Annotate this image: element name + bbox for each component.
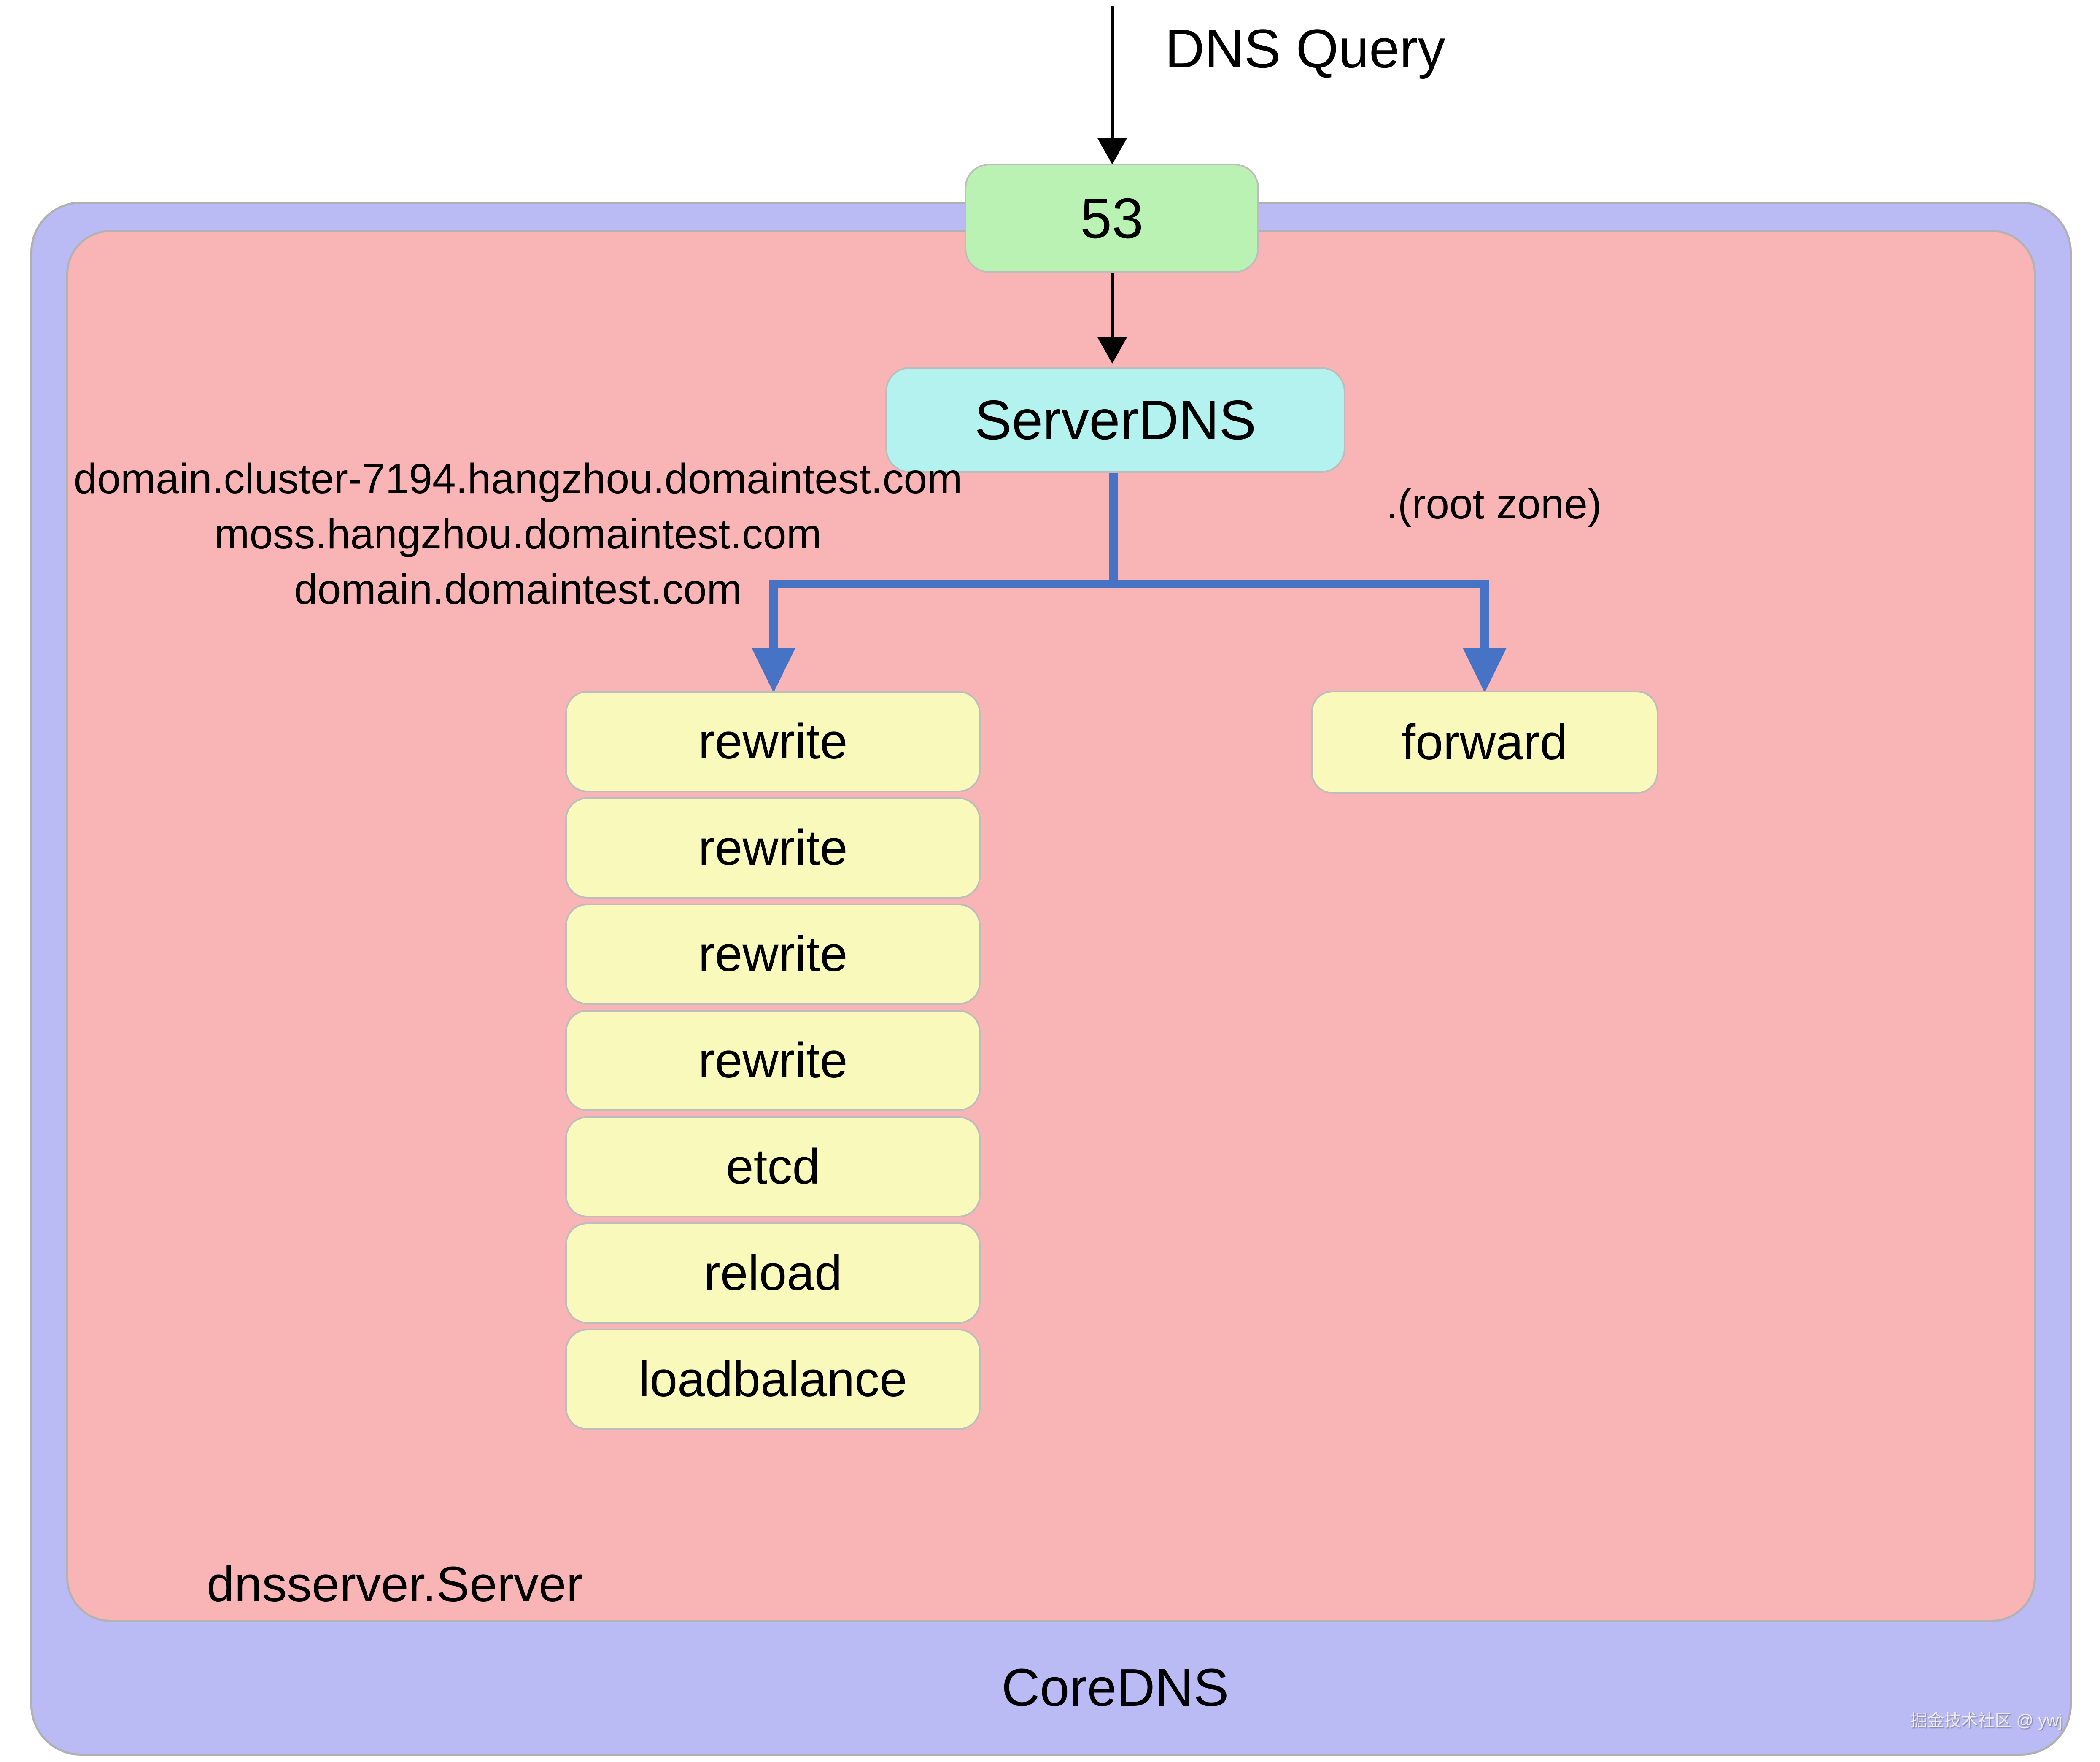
serverdns-label: ServerDNS: [974, 389, 1256, 451]
zone-line-3: domain.domaintest.com: [294, 566, 742, 613]
dns-query-arrowhead-icon: [1097, 138, 1127, 165]
dns-query-label: DNS Query: [1165, 18, 1445, 79]
branch-right-arrowhead-icon: [1463, 648, 1507, 693]
plugin-node-rewrite-4: rewrite: [565, 1010, 981, 1111]
branch-right-drop-line: [1480, 580, 1489, 649]
zone-line-1: domain.cluster-7194.hangzhou.domaintest.…: [73, 455, 962, 502]
plugin-node-reload: reload: [565, 1222, 981, 1324]
dns-query-arrow-line: [1111, 6, 1114, 138]
plugin-label: rewrite: [698, 820, 848, 876]
branch-horizontal-line: [769, 580, 1489, 588]
plugin-node-rewrite-1: rewrite: [565, 691, 981, 792]
coredns-container-label: CoreDNS: [1001, 1658, 1229, 1717]
plugin-label: reload: [704, 1245, 842, 1301]
branch-left-drop-line: [769, 580, 778, 649]
port-53-node: 53: [965, 164, 1259, 273]
plugin-label: etcd: [725, 1139, 820, 1195]
matched-zones-annotation: domain.cluster-7194.hangzhou.domaintest.…: [12, 451, 1024, 617]
plugin-label: forward: [1402, 714, 1568, 770]
zone-line-2: moss.hangzhou.domaintest.com: [214, 510, 822, 558]
serverdns-node: ServerDNS: [885, 367, 1345, 473]
branch-left-arrowhead-icon: [752, 648, 795, 693]
port-53-label: 53: [1080, 186, 1144, 250]
port-to-server-arrow-line: [1111, 273, 1114, 337]
plugin-label: rewrite: [698, 926, 848, 982]
plugin-label: rewrite: [698, 1033, 848, 1088]
plugin-node-loadbalance: loadbalance: [565, 1329, 981, 1430]
plugin-node-rewrite-3: rewrite: [565, 904, 981, 1005]
port-to-server-arrowhead-icon: [1097, 337, 1127, 364]
watermark-text: 掘金技术社区 @ ywj: [1910, 1711, 2062, 1730]
plugin-node-forward: forward: [1311, 691, 1658, 794]
root-zone-annotation: .(root zone): [1386, 480, 1602, 528]
server-branch-stem-line: [1109, 473, 1118, 580]
plugin-label: loadbalance: [639, 1352, 907, 1407]
plugin-node-rewrite-2: rewrite: [565, 797, 981, 899]
plugin-node-etcd: etcd: [565, 1116, 981, 1217]
dnsserver-container-label: dnsserver.Server: [207, 1557, 583, 1612]
plugin-label: rewrite: [698, 714, 848, 769]
